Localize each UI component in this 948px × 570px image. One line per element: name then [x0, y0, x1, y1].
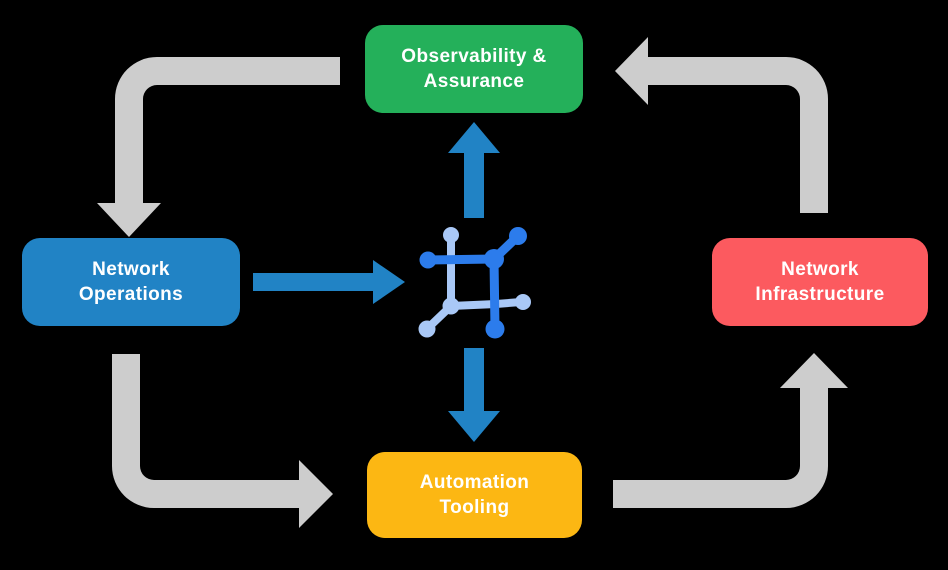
- icon-node-top-right-corner: [484, 249, 504, 269]
- icon-node-bottom-left: [418, 320, 436, 338]
- icon-edge-top-right-diagonal: [489, 232, 522, 264]
- arrow-infrastructure-to-observability: [615, 37, 828, 213]
- icon-edge-bottom-side: [447, 298, 525, 310]
- icon-node-top: [443, 227, 459, 243]
- icon-edge-top-side: [423, 254, 499, 265]
- box-automation-label: Automation Tooling: [419, 471, 530, 518]
- icon-edge-bottom-left-diagonal: [425, 302, 455, 331]
- box-infrastructure-label: Network Infrastructure: [755, 258, 885, 305]
- icon-node-bottom-left-corner: [442, 297, 460, 315]
- icon-node-left: [419, 251, 437, 269]
- box-observability-label: Observability & Assurance: [401, 45, 547, 92]
- icon-node-right: [515, 294, 531, 310]
- arrow-center-to-automation: [448, 348, 500, 442]
- arrow-observability-to-operations: [97, 57, 340, 237]
- arrow-automation-to-infrastructure: [613, 353, 848, 508]
- arrow-center-to-observability: [448, 122, 500, 218]
- box-operations-label: Network Operations: [78, 258, 184, 305]
- icon-edge-right-side: [489, 254, 500, 334]
- box-network-operations: Network Operations: [22, 238, 240, 326]
- box-observability-assurance: Observability & Assurance: [365, 25, 583, 113]
- icon-node-bottom: [485, 319, 505, 339]
- arrow-operations-to-automation: [112, 354, 333, 528]
- arrow-operations-to-center: [253, 260, 405, 304]
- box-network-infrastructure: Network Infrastructure: [712, 238, 928, 326]
- box-automation-tooling: Automation Tooling: [367, 452, 582, 538]
- icon-node-top-right: [509, 227, 527, 245]
- network-topology-icon: [418, 227, 531, 339]
